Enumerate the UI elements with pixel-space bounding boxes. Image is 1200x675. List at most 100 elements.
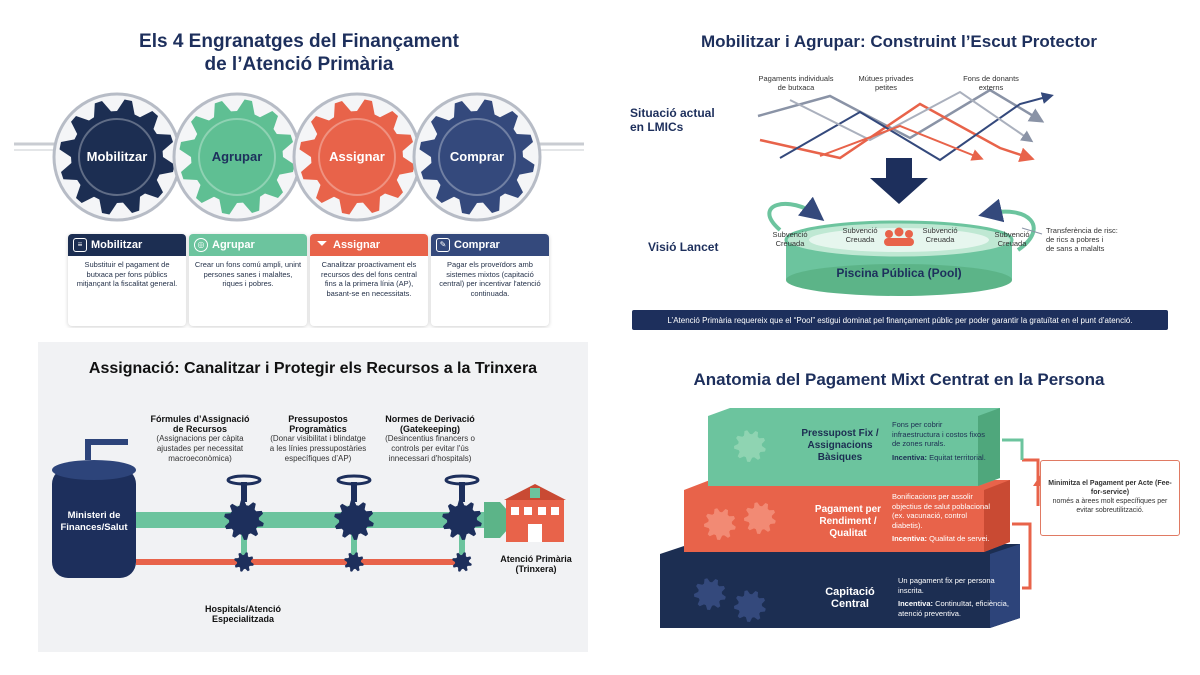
globe-icon: ◎ bbox=[194, 238, 208, 252]
card-agrupar: ◎Agrupar Crear un fons comú ampli, unint… bbox=[189, 234, 307, 326]
valve-desc: (Assignacions per càpita bbox=[156, 434, 244, 443]
valve-desc: controls per evitar l'ús bbox=[391, 444, 469, 453]
layer-gear-icon-4 bbox=[694, 578, 726, 610]
layer-fixed-budget bbox=[708, 408, 1000, 486]
cycle-arrow-right bbox=[978, 198, 1036, 252]
panel-four-gears: Els 4 Engranatges del Finançament de l’A… bbox=[14, 8, 584, 328]
layer-desc-line: de zones rurals. bbox=[892, 439, 946, 448]
card-header-comprar: ✎Comprar bbox=[431, 234, 549, 256]
panel2-title: Mobilitzar i Agrupar: Construint l’Escut… bbox=[700, 32, 1098, 51]
layer-title-line: Pressupost Fix / bbox=[801, 428, 879, 439]
subsidy-line1: Subvenció bbox=[842, 226, 878, 235]
panel4-title: Anatomia del Pagament Mixt Centrat en la… bbox=[693, 370, 1105, 389]
layer-gear-icon-1 bbox=[734, 430, 766, 462]
primary-care-building-icon bbox=[504, 484, 566, 542]
layer-desc-line: objectius de salut poblacional bbox=[892, 501, 990, 511]
gear-hub-comprar bbox=[438, 118, 516, 196]
risk-line2: de rics a pobres i bbox=[1046, 235, 1104, 244]
warning-text: només a àrees molt específiques per evit… bbox=[1052, 498, 1168, 514]
down-arrow bbox=[870, 158, 928, 204]
valve-handwheel-3 bbox=[444, 474, 480, 486]
flow-line1: Mútues privades bbox=[858, 74, 914, 83]
risk-transfer-label: Transferència de risc: de rics a pobres … bbox=[1046, 226, 1142, 253]
valve-handwheel-1 bbox=[226, 474, 262, 486]
layer-desc-line: Bonificacions per assolir bbox=[892, 492, 973, 501]
risk-line1: Transferència de risc: bbox=[1046, 226, 1118, 235]
valve-stem-3 bbox=[459, 482, 465, 502]
valve-title1: Pressupostos bbox=[288, 414, 348, 424]
main-pipe bbox=[136, 512, 496, 528]
flow-line2: petites bbox=[874, 83, 898, 92]
incentive-label: Incentiva: bbox=[898, 599, 934, 608]
connector-green bbox=[1002, 438, 1024, 460]
connector-orange bbox=[1012, 522, 1032, 590]
gear-hub-mobilitzar bbox=[78, 118, 156, 196]
layer-stack-svg: ! bbox=[660, 408, 1057, 628]
small-valve-1 bbox=[234, 552, 254, 572]
valve-text-3: Normes de Derivació (Gatekeeping) (Desin… bbox=[368, 414, 492, 464]
valve-desc: ajustades per necessitat bbox=[156, 444, 244, 453]
risk-line3: de sans a malalts bbox=[1046, 244, 1105, 253]
incentive-label: Incentiva: bbox=[892, 452, 928, 462]
gear-label-assignar: Assignar bbox=[329, 149, 385, 164]
layer-title-line: Qualitat bbox=[829, 528, 867, 539]
valve-desc: macroeconòmica) bbox=[168, 454, 232, 463]
valve-text-1: Fórmules d’Assignació de Recursos (Assig… bbox=[140, 414, 260, 464]
small-valve-2 bbox=[344, 552, 364, 572]
valve-desc: (Donar visibilitat i blindatge bbox=[270, 434, 366, 443]
card-text: Substituir el pagament de butxaca per fo… bbox=[76, 260, 178, 288]
valve-title2: (Gatekeeping) bbox=[399, 424, 460, 434]
valve-title2: Programàtics bbox=[289, 424, 347, 434]
ministry-tank bbox=[52, 439, 136, 578]
card-comprar: ✎Comprar Pagar els proveïdors amb sistem… bbox=[431, 234, 549, 326]
tank-line1: Ministeri de bbox=[67, 510, 121, 521]
card-header-agrupar: ◎Agrupar bbox=[189, 234, 307, 256]
card-text: Crear un fons comú ampli, unint persones… bbox=[194, 260, 302, 288]
card-title: Mobilitzar bbox=[91, 239, 143, 251]
card-header-mobilitzar: ≡Mobilitzar bbox=[68, 234, 186, 256]
incentive-label: Incentiva: bbox=[892, 534, 928, 543]
layer-gear-icon-2 bbox=[744, 502, 776, 534]
warning-box: Minimitza el Pagament per Acte (Fee-for-… bbox=[1040, 460, 1180, 536]
card-assignar: ⏷Assignar Canalitzar proactivament els r… bbox=[310, 234, 428, 326]
subsidy-line2: Creuada bbox=[775, 239, 805, 248]
gear-label-agrupar: Agrupar bbox=[211, 149, 263, 164]
pipeline-svg bbox=[52, 439, 566, 578]
layer-gear-icon-3 bbox=[704, 508, 736, 540]
subsidy-line2: Creuada bbox=[845, 235, 875, 244]
valve-1 bbox=[224, 500, 264, 540]
layer-performance bbox=[684, 480, 1010, 552]
layer-desc-line: inscrita. bbox=[898, 585, 924, 595]
card-mobilitzar: ≡Mobilitzar Substituir el pagament de bu… bbox=[68, 234, 186, 326]
hospital-line1: Hospitals/Atenció bbox=[204, 604, 281, 614]
valve-title1: Normes de Derivació bbox=[385, 414, 475, 424]
layer-gear-icon-5 bbox=[734, 590, 766, 622]
subsidy-line2: Creuada bbox=[997, 239, 1027, 248]
layer-title-line: Assignacions bbox=[807, 440, 873, 451]
panel-allocation-pipes: Assignació: Canalitzar i Protegir els Re… bbox=[38, 342, 588, 652]
layer-title-line: Bàsiques bbox=[817, 452, 863, 463]
subsidy-line1: Subvenció bbox=[772, 230, 808, 239]
valve-desc: innecessari d'hospitals) bbox=[388, 454, 472, 463]
public-pool bbox=[784, 220, 1014, 296]
card-header-assignar: ⏷Assignar bbox=[310, 234, 428, 256]
panel1-title-line1: Els 4 Engranatges del Finançament bbox=[139, 31, 459, 52]
flow-line1: Fons de donants bbox=[963, 74, 1019, 83]
valve-stem-2 bbox=[351, 482, 357, 502]
panel-mobilise-pool: Mobilitzar i Agrupar: Construint l’Escut… bbox=[610, 8, 1188, 338]
primary-line2: (Trinxera) bbox=[515, 564, 557, 574]
flow-line1: Pagaments individuals bbox=[758, 74, 834, 83]
subsidy-line2: Creuada bbox=[925, 235, 955, 244]
fragmented-flows bbox=[757, 88, 1054, 162]
gears-svg bbox=[14, 92, 584, 222]
